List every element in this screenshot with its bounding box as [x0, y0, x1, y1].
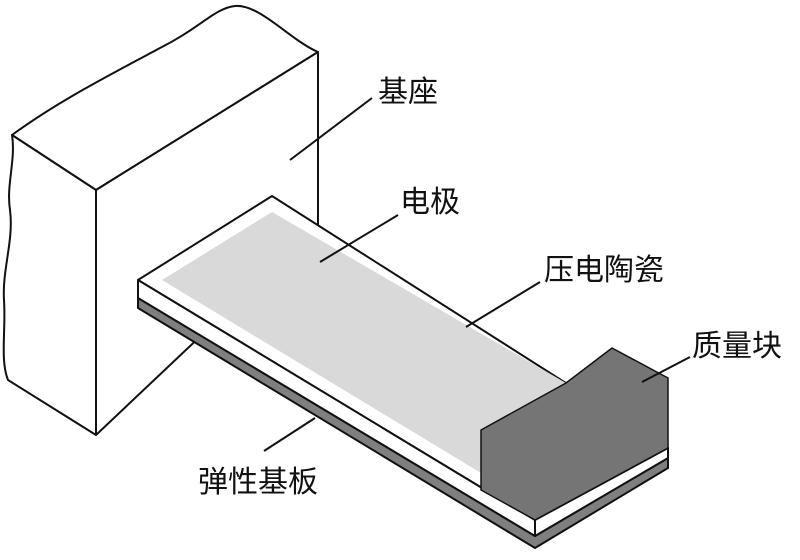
proof-mass-front: [480, 347, 669, 521]
label-proof-mass: 质量块: [692, 329, 782, 364]
proof-mass-block: [480, 347, 669, 521]
leader-base: [289, 97, 373, 161]
base-front-face: [2, 134, 97, 436]
base-top-face: [11, 4, 319, 191]
leader-substrate: [263, 417, 316, 452]
label-base: 基座: [378, 75, 438, 110]
electrode-surface: [162, 212, 566, 473]
leader-piezo: [465, 281, 541, 328]
leader-mass: [641, 356, 691, 383]
leader-electrode: [319, 214, 399, 263]
label-piezo-ceramic: 压电陶瓷: [544, 253, 664, 288]
label-electrode: 电极: [400, 185, 460, 220]
label-elastic-substrate: 弹性基板: [198, 465, 318, 500]
